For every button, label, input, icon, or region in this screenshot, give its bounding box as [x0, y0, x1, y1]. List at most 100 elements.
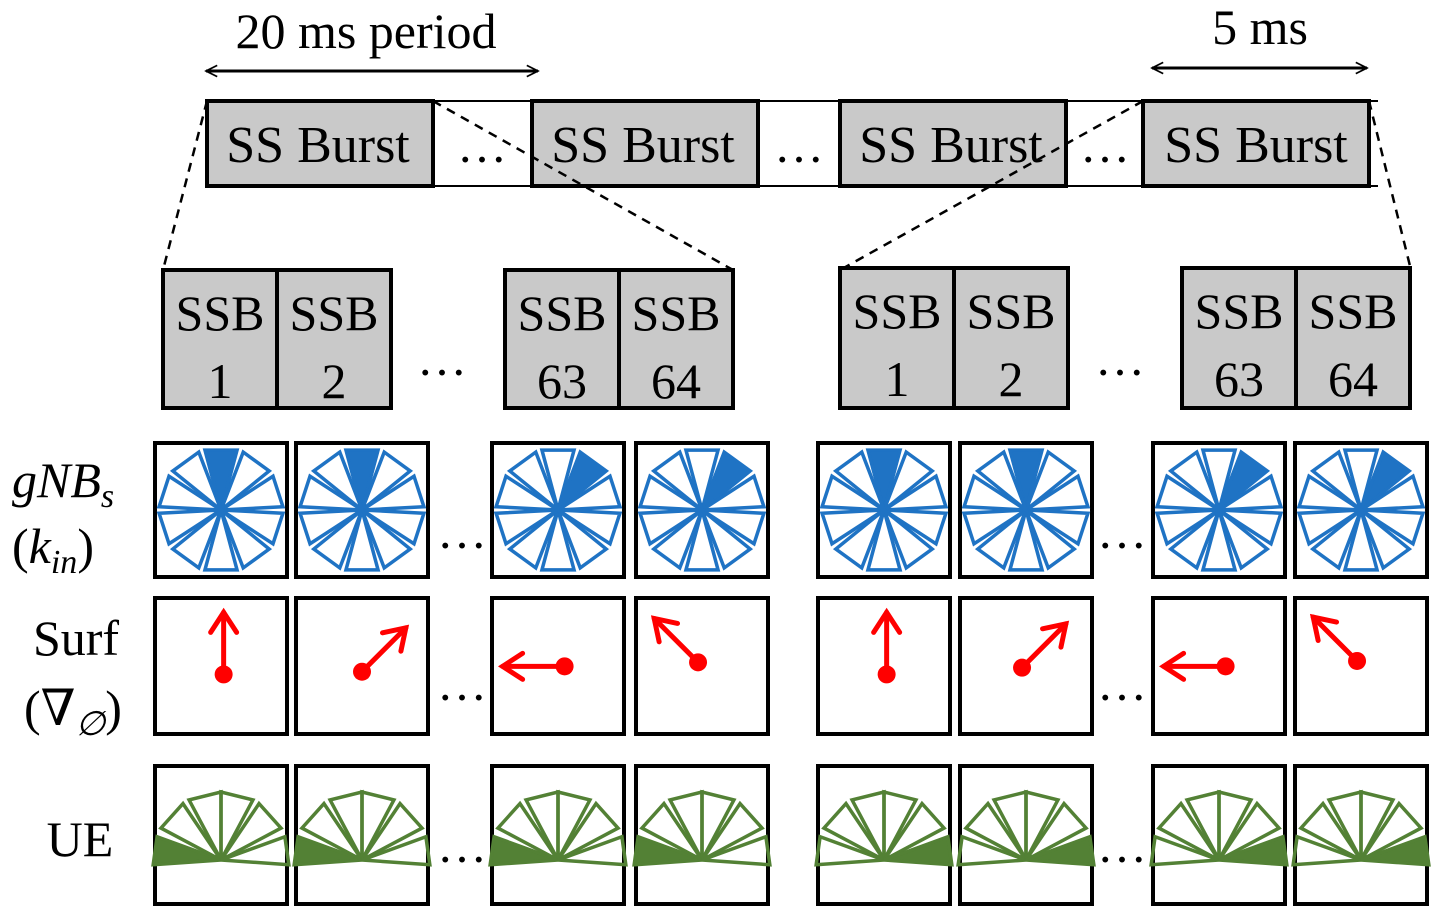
ss-burst-label: SS Burst [551, 117, 735, 174]
ssb-index: 64 [651, 353, 701, 409]
surface-panel [958, 596, 1094, 736]
ue-panel [292, 764, 432, 906]
ssb-label: SSB [853, 283, 942, 339]
gnb-beam [1007, 503, 1045, 572]
gnb-active-beam [865, 448, 903, 517]
gnb-beam [1167, 449, 1223, 516]
ue-beam [814, 834, 885, 867]
panel-ellipsis: … [437, 655, 487, 711]
timeline-ellipsis: … [774, 117, 824, 173]
gnb-beam [554, 504, 610, 571]
surface-panel [490, 596, 626, 736]
gnb-beam [1354, 473, 1426, 513]
ssb-index: 1 [208, 353, 233, 409]
gnb-panel [1151, 441, 1287, 579]
ss-burst-label: SS Burst [859, 117, 1043, 174]
gnb-active-beam [202, 448, 240, 517]
ue-beam [1149, 834, 1220, 867]
ue-beam [1156, 800, 1221, 862]
ue-active-beam [1025, 834, 1096, 867]
gnb-beam [1296, 473, 1368, 513]
gnb-active-beam [1215, 449, 1271, 516]
gnb-panel [816, 441, 952, 579]
timeline-ellipsis: … [1080, 117, 1130, 173]
surface-panel [816, 596, 952, 736]
ue-beam [963, 800, 1028, 862]
gnb-beam [297, 507, 369, 547]
gnb-beam [506, 449, 562, 516]
surface-arrow [1309, 613, 1367, 670]
surface-element-dot [1348, 651, 1367, 670]
ue-active-beam [488, 834, 559, 867]
gnb-beam [539, 448, 577, 517]
ue-beam [1298, 800, 1363, 862]
gnb-beam [819, 507, 891, 547]
gnb-beam [819, 473, 891, 513]
gnb-beam [1309, 449, 1365, 516]
ue-beam [956, 834, 1027, 867]
gnb-active-beam [343, 448, 381, 517]
surface-arrow-head [380, 624, 410, 654]
gnb-panel [153, 441, 289, 579]
ue-panel [1149, 764, 1289, 906]
gnb-beam [1154, 473, 1226, 513]
ue-beam [701, 834, 772, 867]
ue-panel [956, 764, 1096, 906]
ue-active-beam [292, 834, 363, 867]
gnb-panel [490, 441, 626, 579]
ssb-index: 1 [885, 351, 910, 407]
surface-arrow [353, 624, 410, 681]
ssb-label: SSB [518, 285, 607, 341]
panel-ellipsis: … [437, 817, 487, 873]
surface-element-dot [353, 662, 371, 681]
gnb-beam [1019, 507, 1091, 547]
gnb-beam [1200, 503, 1238, 572]
surface-arrow-head [498, 650, 526, 682]
ssb-index: 63 [537, 353, 587, 409]
gnb-active-beam [1007, 448, 1045, 517]
gnb-beam [961, 473, 1033, 513]
gnb-row-label: gNBs (kin) [12, 452, 114, 581]
surf-sublabel-sub: ∅ [76, 706, 107, 743]
gnb-beam [217, 449, 273, 516]
ue-active-beam [1218, 834, 1289, 867]
ue-beam [1359, 789, 1396, 861]
gnb-beam [974, 449, 1030, 516]
gnb-beam [961, 507, 1033, 547]
gnb-beam [358, 504, 414, 571]
surface-arrow-head [871, 607, 903, 635]
gnb-beam [1357, 504, 1413, 571]
gnb-label-nb: NB [36, 452, 101, 508]
ssb-label: SSB [632, 285, 721, 341]
gnb-panel [1293, 441, 1429, 579]
ssb-index: 63 [1214, 351, 1264, 407]
ue-panel [1291, 764, 1431, 906]
surface-panel [1293, 596, 1429, 736]
gnb-beam [539, 503, 577, 572]
surface-arrow [1159, 650, 1235, 682]
ssb-label: SSB [967, 283, 1056, 339]
ue-label: UE [47, 811, 114, 867]
gnb-beam [1200, 448, 1238, 517]
surface-arrow [498, 650, 574, 682]
panel-ellipsis: … [437, 503, 487, 559]
ue-beam [1024, 800, 1089, 862]
surface-arrow-head [1040, 620, 1070, 650]
ue-beam [821, 800, 886, 862]
ue-beam [1291, 834, 1362, 867]
ss-burst-4: SS Burst [1141, 99, 1371, 188]
ue-beam [556, 789, 593, 861]
panel-ellipsis: … [1097, 817, 1147, 873]
gnb-beam [683, 503, 721, 572]
gnb-sublabel-sub: in [51, 544, 77, 581]
ue-beam [882, 800, 947, 862]
ue-beam [360, 800, 425, 862]
panel-grid: ……………… [151, 441, 1431, 906]
ssb-label: SSB [1195, 283, 1284, 339]
gnb-beam [650, 449, 706, 516]
gnb-beam [880, 449, 936, 516]
ue-beam [361, 834, 432, 867]
gnb-beam [865, 503, 903, 572]
surface-arrow [208, 607, 240, 684]
ssb-index: 2 [999, 351, 1024, 407]
